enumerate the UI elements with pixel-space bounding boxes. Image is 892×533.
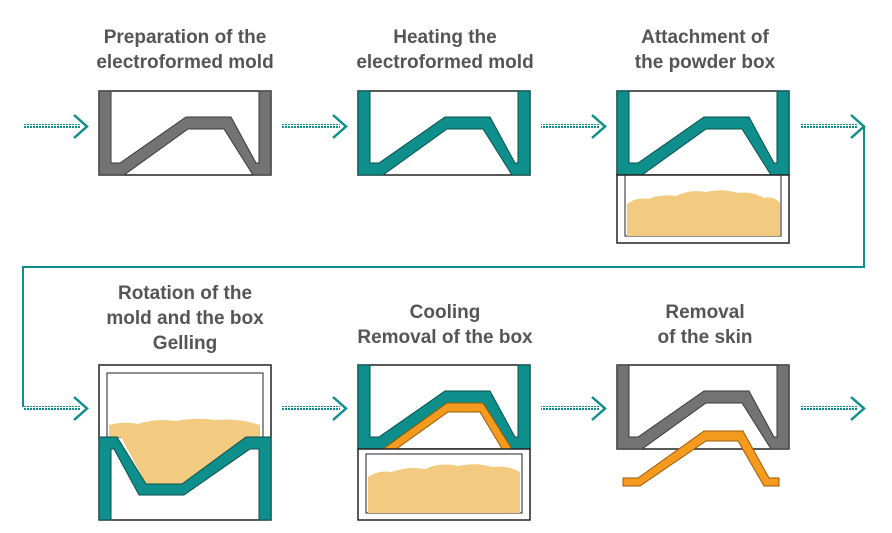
step-3-graphic [616, 90, 790, 244]
step-4-title: Rotation of the mold and the box Gelling [65, 281, 305, 356]
step-3-title-line-1: Attachment of [641, 27, 769, 48]
flow-arrow-into-row-2 [23, 396, 89, 421]
step-2-title: Heating the electroformed mold [325, 25, 565, 75]
row-connector-line [22, 126, 865, 407]
step-3-title-line-2: the powder box [634, 52, 776, 73]
step-2-graphic [357, 90, 531, 176]
step-5-title-line-1: Cooling [409, 302, 481, 323]
step-1-title-line-1: Preparation of the [103, 27, 267, 48]
flow-arrow-out [800, 396, 866, 421]
electroformed-mold-heated [616, 90, 790, 176]
step-6-graphic [616, 364, 790, 487]
flow-arrow-2-3 [541, 114, 607, 139]
step-1-graphic [98, 90, 272, 176]
flow-arrow-4-5 [282, 396, 348, 421]
flow-arrow-in [23, 114, 89, 139]
electroformed-mold-heated [98, 436, 272, 521]
step-4-title-line-3: Gelling [152, 333, 218, 354]
step-5-title-line-2: Removal of the box [357, 327, 533, 348]
step-5-title: Cooling Removal of the box [325, 300, 565, 350]
skin [622, 430, 780, 487]
electroformed-mold-grey [98, 90, 272, 176]
step-6-title-line-2: of the skin [657, 327, 753, 348]
step-4-graphic [98, 364, 272, 521]
powder [368, 464, 520, 513]
step-4-title-line-1: Rotation of the [117, 283, 253, 304]
powder [627, 190, 780, 236]
step-4-title-line-2: mold and the box [106, 308, 264, 329]
step-1-title-line-2: electroformed mold [96, 52, 274, 73]
step-2-title-line-1: Heating the [393, 27, 497, 48]
step-1-title: Preparation of the electroformed mold [65, 25, 305, 75]
step-5-graphic [357, 364, 531, 521]
step-3-title: Attachment of the powder box [585, 25, 825, 75]
electroformed-mold-grey [616, 364, 790, 450]
step-2-title-line-2: electroformed mold [356, 52, 534, 73]
powder-gelling [109, 418, 260, 484]
step-6-title: Removal of the skin [585, 300, 825, 350]
flow-arrow-5-6 [541, 396, 607, 421]
flow-arrow-3-out [800, 114, 866, 139]
step-6-title-line-1: Removal [665, 302, 745, 323]
electroformed-mold-heated [357, 90, 531, 176]
flow-arrow-1-2 [282, 114, 348, 139]
